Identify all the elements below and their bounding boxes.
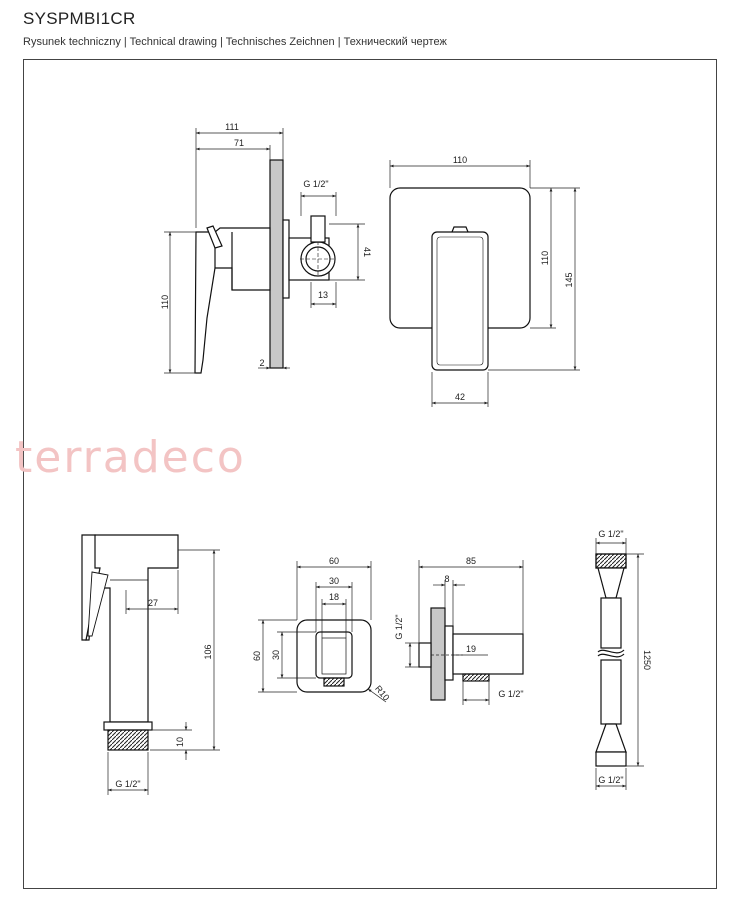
mixer-side-dimensions: [164, 128, 365, 374]
product-code: SYSPMBI1CR: [23, 9, 136, 28]
dim-thread-mixer: G 1/2": [303, 179, 328, 189]
dim-111: 111: [225, 122, 239, 132]
dim-1250: 1250: [642, 650, 652, 670]
dim-thread-outlet-horizontal: G 1/2": [498, 689, 523, 699]
drawing-frame: [23, 59, 717, 889]
handshower-dimensions: [107, 549, 220, 795]
dim-27: 27: [148, 598, 158, 608]
dim-106: 106: [203, 644, 213, 659]
hose-view: [595, 553, 627, 767]
outlet-side-dimensions: [405, 560, 524, 705]
mixer-side-view: [194, 159, 336, 374]
dim-13: 13: [318, 290, 328, 300]
dim-thread-hose-top: G 1/2": [598, 529, 623, 539]
dim-42: 42: [455, 392, 465, 402]
dim-110-side: 110: [160, 295, 170, 309]
hose-dimensions: [595, 538, 644, 790]
outlet-side-view: [418, 607, 524, 701]
dim-19: 19: [466, 644, 476, 654]
dim-10: 10: [175, 737, 185, 747]
outlet-front-view: [296, 619, 372, 693]
dim-30-width: 30: [329, 576, 339, 586]
mixer-front-view: [389, 187, 531, 371]
dim-thread-outlet-vertical: G 1/2": [394, 614, 404, 639]
dim-60-width: 60: [329, 556, 339, 566]
drawing-subtitle: Rysunek techniczny | Technical drawing |…: [23, 36, 447, 48]
dim-thread-hose-bottom: G 1/2": [598, 775, 623, 785]
dim-41: 41: [362, 247, 372, 257]
outlet-front-dimensions: [258, 561, 387, 703]
dim-60-height: 60: [252, 651, 262, 661]
dim-110-height: 110: [540, 251, 550, 265]
dim-85: 85: [466, 556, 476, 566]
dim-radius: R10: [373, 684, 391, 703]
watermark: terradeco: [15, 432, 246, 483]
dim-2: 2: [259, 358, 264, 368]
dim-110-width: 110: [453, 155, 467, 165]
handshower-view: [81, 534, 179, 751]
dim-18: 18: [329, 592, 339, 602]
dim-71: 71: [234, 138, 244, 148]
dim-thread-handshower: G 1/2": [115, 779, 140, 789]
dim-145: 145: [564, 272, 574, 287]
mixer-front-dimensions: [389, 160, 580, 407]
dim-30-height: 30: [271, 650, 281, 660]
dim-8: 8: [444, 574, 449, 584]
